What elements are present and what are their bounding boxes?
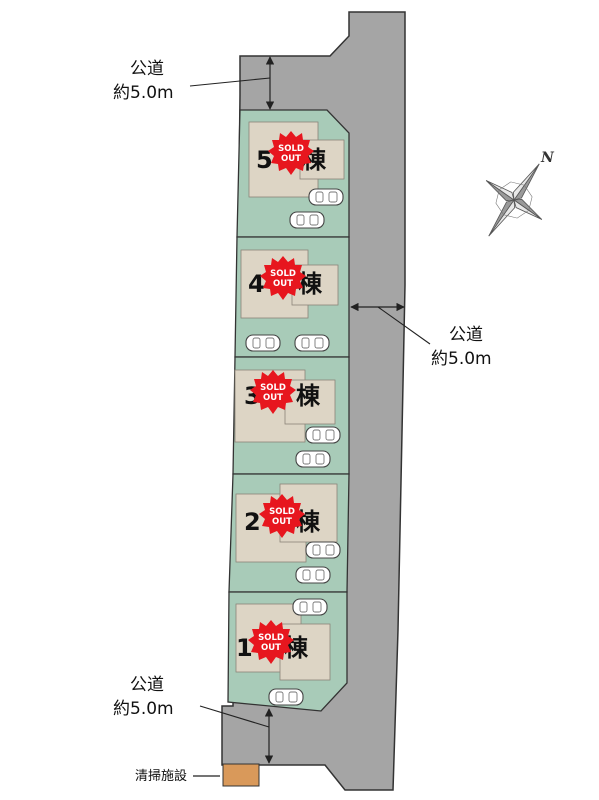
svg-text:SOLD: SOLD: [260, 383, 286, 393]
compass-north-label: N: [540, 150, 555, 166]
car-3a: [305, 426, 341, 444]
car-1b: [268, 688, 304, 706]
car-5a: [308, 188, 344, 206]
sold-badge-4: SOLD OUT: [260, 256, 306, 300]
facility-label: 清掃施設: [135, 768, 187, 784]
sold-badge-5: SOLD OUT: [268, 131, 314, 175]
building-3-wing: [284, 379, 336, 425]
sold-badge-3: SOLD OUT: [250, 370, 296, 414]
road-east-label-1: 公道: [449, 325, 483, 345]
cleaning-facility: [222, 763, 260, 787]
road-east-label-2: 約5.0m: [431, 349, 492, 369]
road-east-leader: [377, 306, 431, 345]
car-5b: [289, 211, 325, 229]
svg-text:OUT: OUT: [261, 643, 281, 653]
car-2b: [295, 566, 331, 584]
car-1a: [292, 598, 328, 616]
svg-text:SOLD: SOLD: [269, 507, 295, 517]
svg-text:OUT: OUT: [272, 517, 292, 527]
svg-text:SOLD: SOLD: [270, 269, 296, 279]
lot-3-suffix: 棟: [296, 382, 321, 410]
compass-rose-icon: [485, 163, 543, 237]
road-south-label-2: 約5.0m: [113, 699, 174, 719]
svg-text:OUT: OUT: [263, 393, 283, 403]
car-4a: [245, 334, 281, 352]
lot-1-number: 1: [236, 634, 253, 662]
sold-badge-1: SOLD OUT: [248, 620, 294, 664]
road-north-label-2: 約5.0m: [113, 83, 174, 103]
road-north-leader: [189, 77, 271, 87]
road-south-label-1: 公道: [130, 675, 164, 695]
car-3b: [295, 450, 331, 468]
road-north-label-1: 公道: [130, 59, 164, 79]
svg-text:OUT: OUT: [273, 279, 293, 289]
car-4b: [294, 334, 330, 352]
lot-4-number: 4: [248, 270, 265, 298]
lot-5-number: 5: [256, 146, 273, 174]
lot-2-number: 2: [244, 508, 261, 536]
svg-text:OUT: OUT: [281, 154, 301, 164]
car-2a: [305, 541, 341, 559]
sold-badge-2: SOLD OUT: [259, 494, 305, 538]
svg-text:SOLD: SOLD: [258, 633, 284, 643]
svg-text:SOLD: SOLD: [278, 144, 304, 154]
road-south-leader: [199, 705, 270, 728]
